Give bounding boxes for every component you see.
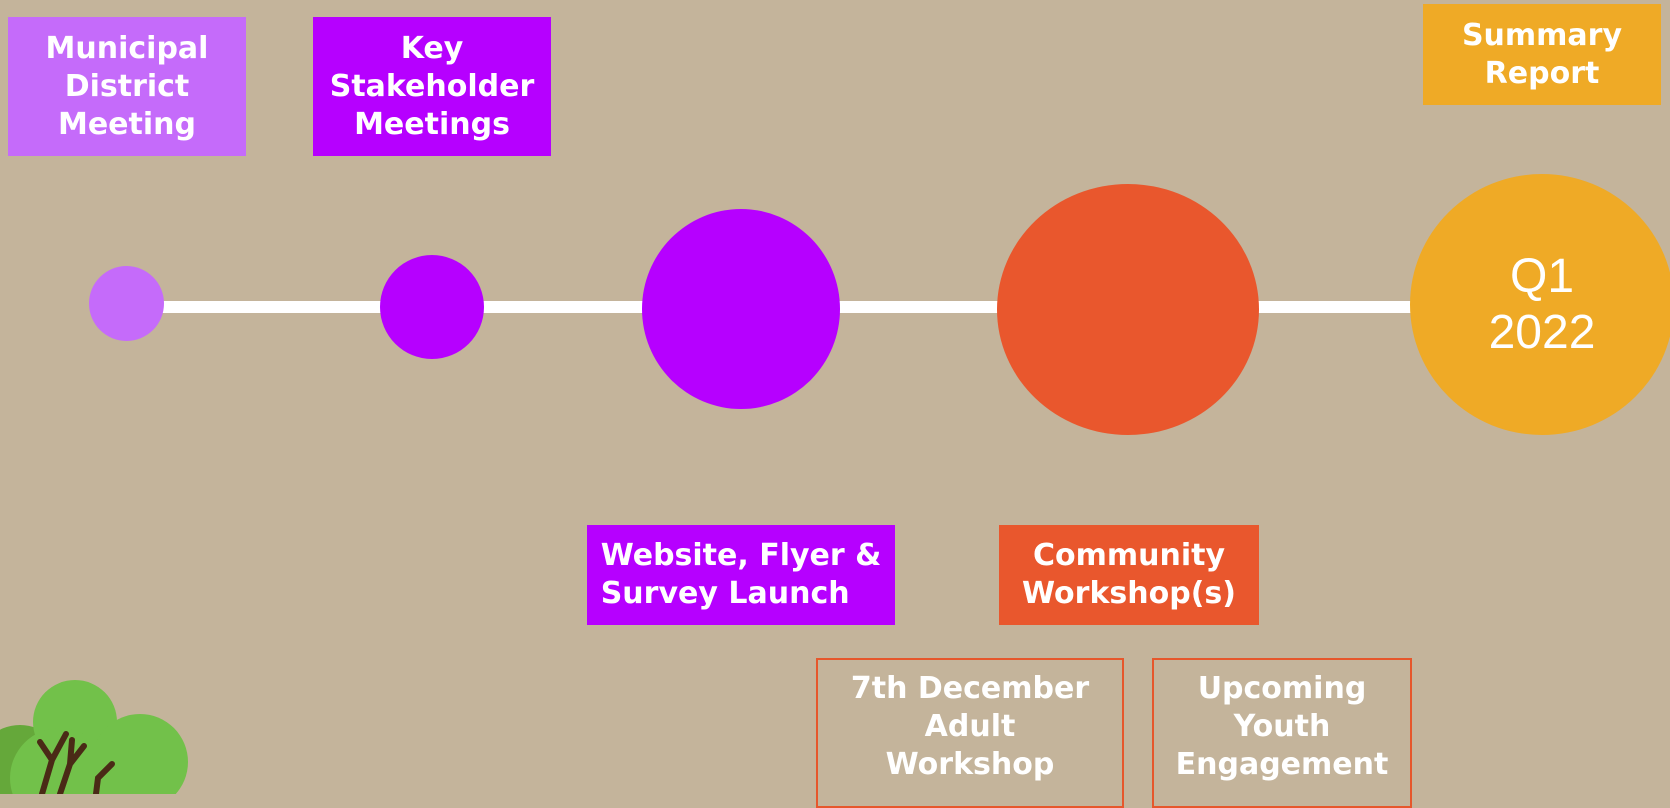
- tree-foliage-right: [92, 714, 188, 794]
- tree-illustration: [0, 680, 188, 794]
- sub-event-youth-engagement: Upcoming Youth Engagement: [1152, 658, 1412, 808]
- sub-event-adult-workshop: 7th December Adult Workshop: [816, 658, 1124, 808]
- label-website-flyer-survey-launch: Website, Flyer & Survey Launch: [587, 525, 895, 625]
- timeline-node-summary-report: Q1 2022: [1410, 174, 1670, 435]
- tree-branches: [37, 731, 115, 794]
- final-node-date: Q1 2022: [1488, 249, 1596, 359]
- timeline-node-website-launch: [642, 209, 840, 409]
- timeline-node-community-workshop: [997, 184, 1259, 435]
- label-community-workshops: Community Workshop(s): [999, 525, 1259, 625]
- label-municipal-district-meeting: Municipal District Meeting: [8, 17, 246, 156]
- timeline-node-municipal-meeting: [89, 266, 164, 341]
- label-summary-report: Summary Report: [1423, 4, 1661, 105]
- label-key-stakeholder-meetings: Key Stakeholder Meetings: [313, 17, 551, 156]
- timeline-node-stakeholder-meetings: [380, 255, 484, 359]
